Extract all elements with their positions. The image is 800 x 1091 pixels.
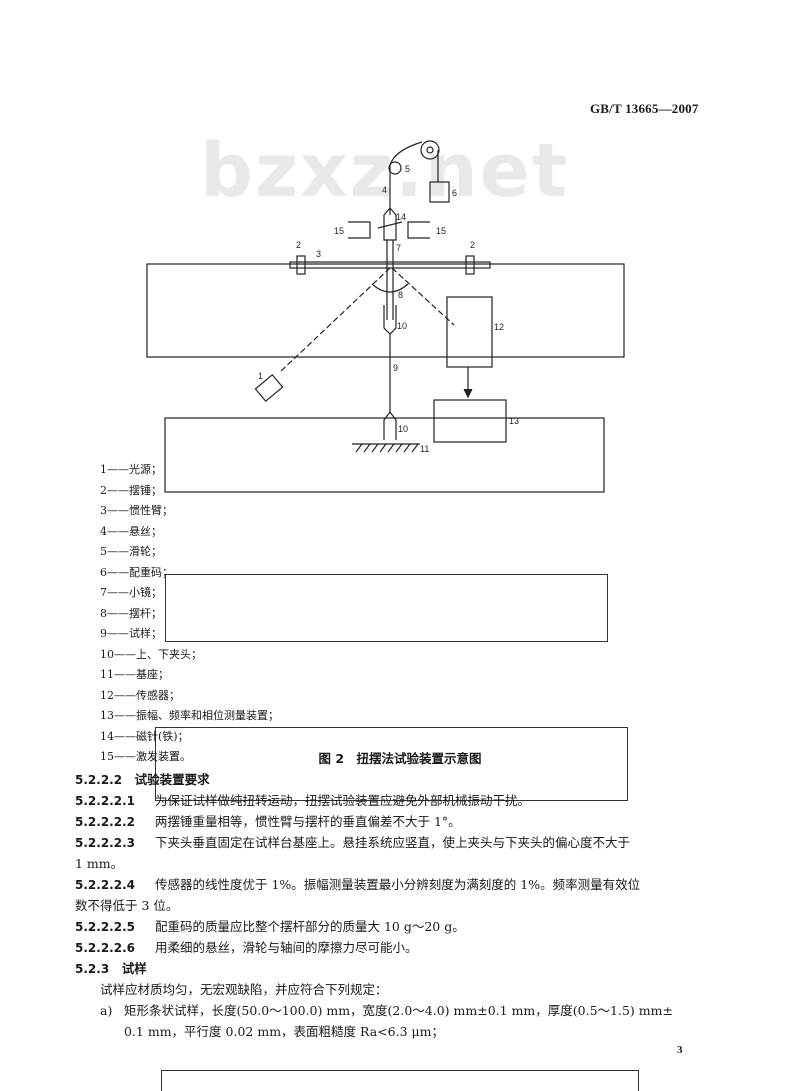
label-4: 4: [382, 185, 387, 195]
excitation-right: [407, 221, 430, 239]
pulley: [420, 140, 440, 160]
legend-item: 11——基座；: [100, 668, 169, 681]
clause-continuation: 1 mm。: [75, 856, 124, 871]
legend-item: 13——振幅、频率和相位测量装置；: [100, 709, 279, 722]
legend-item: 5——滑轮；: [100, 545, 162, 558]
legend-item: 12——传感器；: [100, 688, 180, 702]
legend-item: 10——上、下夹头；: [100, 647, 202, 661]
label-14: 14: [396, 212, 406, 222]
legend-item: 15——激发装置。: [100, 750, 191, 763]
legend-item: 6——配重码；: [100, 565, 173, 579]
light-ray: [279, 267, 391, 373]
label-2-left: 2: [296, 240, 301, 250]
figure-caption: 图 2 扭摆法试验装置示意图: [318, 751, 482, 766]
label-13: 13: [509, 416, 519, 426]
label-6: 6: [452, 188, 457, 198]
legend-item: 3——惯性臂；: [100, 504, 173, 517]
label-11: 11: [420, 444, 429, 454]
label-15-left: 15: [334, 226, 344, 236]
label-10-lower: 10: [398, 424, 408, 434]
upper-clamp: [383, 305, 397, 335]
label-8: 8: [398, 290, 403, 300]
paragraph: 试样应材质均匀，无宏观缺陷，并应符合下列规定：: [100, 982, 388, 997]
torsion-pendulum-diagram: 1 2 2 3 4 5 6 7 8 9 10 10 11 12 13 14 15…: [146, 140, 625, 493]
legend-item: 7——小镜；: [100, 586, 162, 599]
legend-item: 14——磁针(铁)；: [100, 729, 189, 743]
legend-item: 2——摆锤；: [100, 483, 162, 497]
inertia-arm: [289, 261, 491, 269]
lower-frame: [164, 417, 605, 493]
excitation-left: [348, 221, 371, 239]
label-7: 7: [396, 243, 401, 253]
legend-item: 1——光源；: [100, 463, 162, 476]
page-number: 3: [677, 1044, 683, 1056]
legend-item: 9——试样；: [100, 627, 162, 640]
pendulum-weight-left: [296, 255, 306, 275]
pendulum-weight-right: [465, 255, 475, 275]
section-heading: 5.2.2.2 试验装置要求: [75, 772, 210, 787]
label-2-right: 2: [470, 240, 475, 250]
label-9: 9: [393, 363, 398, 373]
overlay-box-1: [165, 574, 608, 642]
watermark: bzxz.net: [200, 128, 570, 214]
upper-frame: [146, 263, 625, 358]
legend-item: 8——摆杆；: [100, 606, 162, 620]
magnet-needle: [383, 207, 397, 241]
light-source: [254, 373, 284, 403]
standard-code: GB/T 13665—2007: [590, 101, 699, 116]
clause-continuation: 数不得低于 3 位。: [75, 898, 179, 913]
label-15-right: 15: [436, 226, 446, 236]
sensor: [446, 296, 493, 368]
label-12: 12: [494, 322, 504, 332]
list-item: a)矩形条状试样，长度(50.0～100.0) mm，宽度(2.0～4.0) m…: [100, 1003, 673, 1018]
overlay-box-3: [161, 1070, 639, 1091]
label-1: 1: [258, 371, 263, 381]
label-10-upper: 10: [397, 321, 407, 331]
section-heading: 5.2.3 试样: [75, 961, 147, 976]
legend-item: 4——悬丝；: [100, 524, 162, 538]
counterweight: [429, 181, 450, 203]
measurement-device: [433, 399, 507, 443]
label-5: 5: [405, 164, 410, 174]
label-3: 3: [316, 249, 321, 259]
lower-clamp: [383, 411, 397, 440]
overlay-box-2: [155, 727, 628, 801]
figure-legend: 1——光源； 2——摆锤； 3——惯性臂； 4——悬丝； 5——滑轮； 6——配…: [100, 460, 279, 768]
list-item-continuation: 0.1 mm，平行度 0.02 mm，表面粗糙度 Ra<6.3 μm；: [124, 1024, 444, 1039]
